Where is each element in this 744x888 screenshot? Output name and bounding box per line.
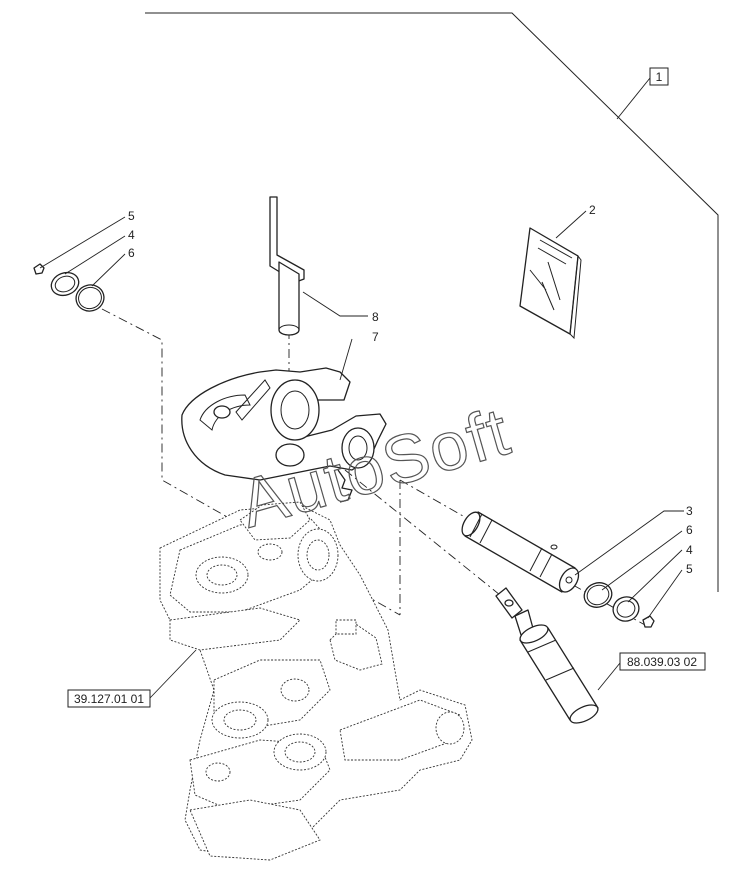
callout-2[interactable]: 2 xyxy=(589,203,596,217)
coupler-hook-plate[interactable] xyxy=(181,367,387,503)
callout-3[interactable]: 3 xyxy=(686,504,693,518)
coupler-main-pin[interactable] xyxy=(458,509,582,595)
snap-ring-left[interactable] xyxy=(48,269,82,299)
kit-bracket-line xyxy=(145,12,719,592)
callout-8[interactable]: 8 xyxy=(372,310,379,324)
o-ring-left[interactable] xyxy=(73,282,107,314)
callout-5-right[interactable]: 5 xyxy=(686,562,693,576)
frame-reference-label: 39.127.01 01 xyxy=(74,692,144,706)
callout-4-left[interactable]: 4 xyxy=(128,228,135,242)
o-ring-right[interactable] xyxy=(581,579,616,611)
kit-callout-label: 1 xyxy=(656,70,663,84)
snap-ring-right[interactable] xyxy=(610,593,643,624)
cylinder-reference[interactable]: 88.039.03 02 xyxy=(619,652,706,671)
kit-callout-box[interactable] xyxy=(649,67,669,86)
callout-5-left[interactable]: 5 xyxy=(128,209,135,223)
hydraulic-cylinder[interactable] xyxy=(495,587,601,727)
callout-leaders xyxy=(39,210,684,699)
callout-4-right[interactable]: 4 xyxy=(686,543,693,557)
quick-coupler-frame[interactable] xyxy=(159,501,473,861)
grease-fitting-left[interactable] xyxy=(33,263,45,275)
callout-6-right[interactable]: 6 xyxy=(686,523,693,537)
callout-6-left[interactable]: 6 xyxy=(128,246,135,260)
locking-pin[interactable] xyxy=(269,196,305,336)
cylinder-reference-label: 88.039.03 02 xyxy=(627,655,697,669)
callout-7[interactable]: 7 xyxy=(372,330,379,344)
operator-manual-booklet[interactable] xyxy=(519,227,582,340)
frame-reference[interactable]: 39.127.01 01 xyxy=(67,689,151,708)
